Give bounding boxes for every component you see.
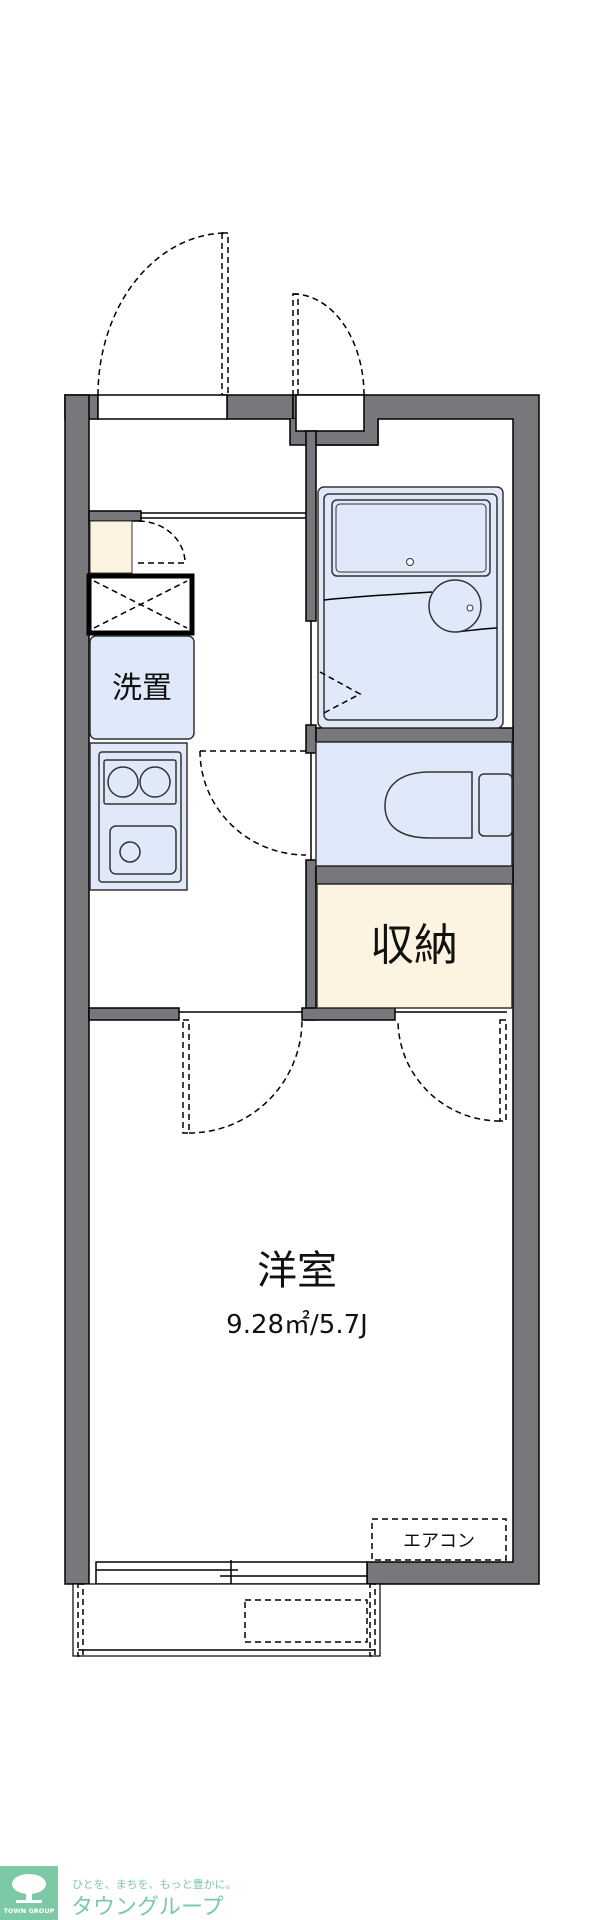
kitchen (89, 742, 188, 891)
toilet-door (199, 750, 307, 856)
western-room-area: 9.28㎡/5.7J (226, 1310, 368, 1340)
storage-door (397, 1019, 507, 1122)
meter-box-door (292, 293, 365, 396)
balcony (72, 1583, 381, 1657)
shoe-cabinet (89, 520, 133, 574)
toilet-bowl (384, 771, 473, 839)
logo-tagline: ひとを、まちを、もっと豊かに。 (72, 1878, 237, 1891)
aircon-label: エアコン (403, 1531, 475, 1552)
logo-name: タウングループ (71, 1895, 224, 1920)
storage-closet: 収納 (316, 883, 513, 1009)
room-door (182, 1019, 303, 1134)
town-group-logo: TOWN GROUP ひとを、まちを、もっと豊かに。 タウングループ (0, 1866, 237, 1920)
toilet-tank (478, 773, 513, 837)
bathtub (331, 499, 491, 577)
aircon-box (371, 1518, 507, 1561)
washer-space: 洗置 (89, 635, 195, 740)
outdoor-unit-space (244, 1599, 368, 1643)
western-room-label: 洋室 (257, 1248, 337, 1294)
interior-walls (88, 430, 514, 1021)
entrance-door (97, 232, 229, 396)
shoe-cabinet-door (137, 520, 186, 564)
logo-mark-text: TOWN GROUP (4, 1907, 55, 1915)
refrigerator-space (86, 573, 195, 636)
balcony-window (95, 1560, 368, 1592)
toilet-room (315, 741, 513, 867)
drain-icon (406, 558, 414, 566)
burner-icon (107, 766, 139, 798)
outer-walls (64, 394, 540, 1585)
sink-basin (428, 579, 482, 633)
drain-icon (119, 841, 141, 863)
bathroom (317, 486, 504, 729)
washer-label: 洗置 (112, 671, 172, 706)
burner-icon (139, 766, 171, 798)
storage-label: 収納 (370, 920, 458, 971)
